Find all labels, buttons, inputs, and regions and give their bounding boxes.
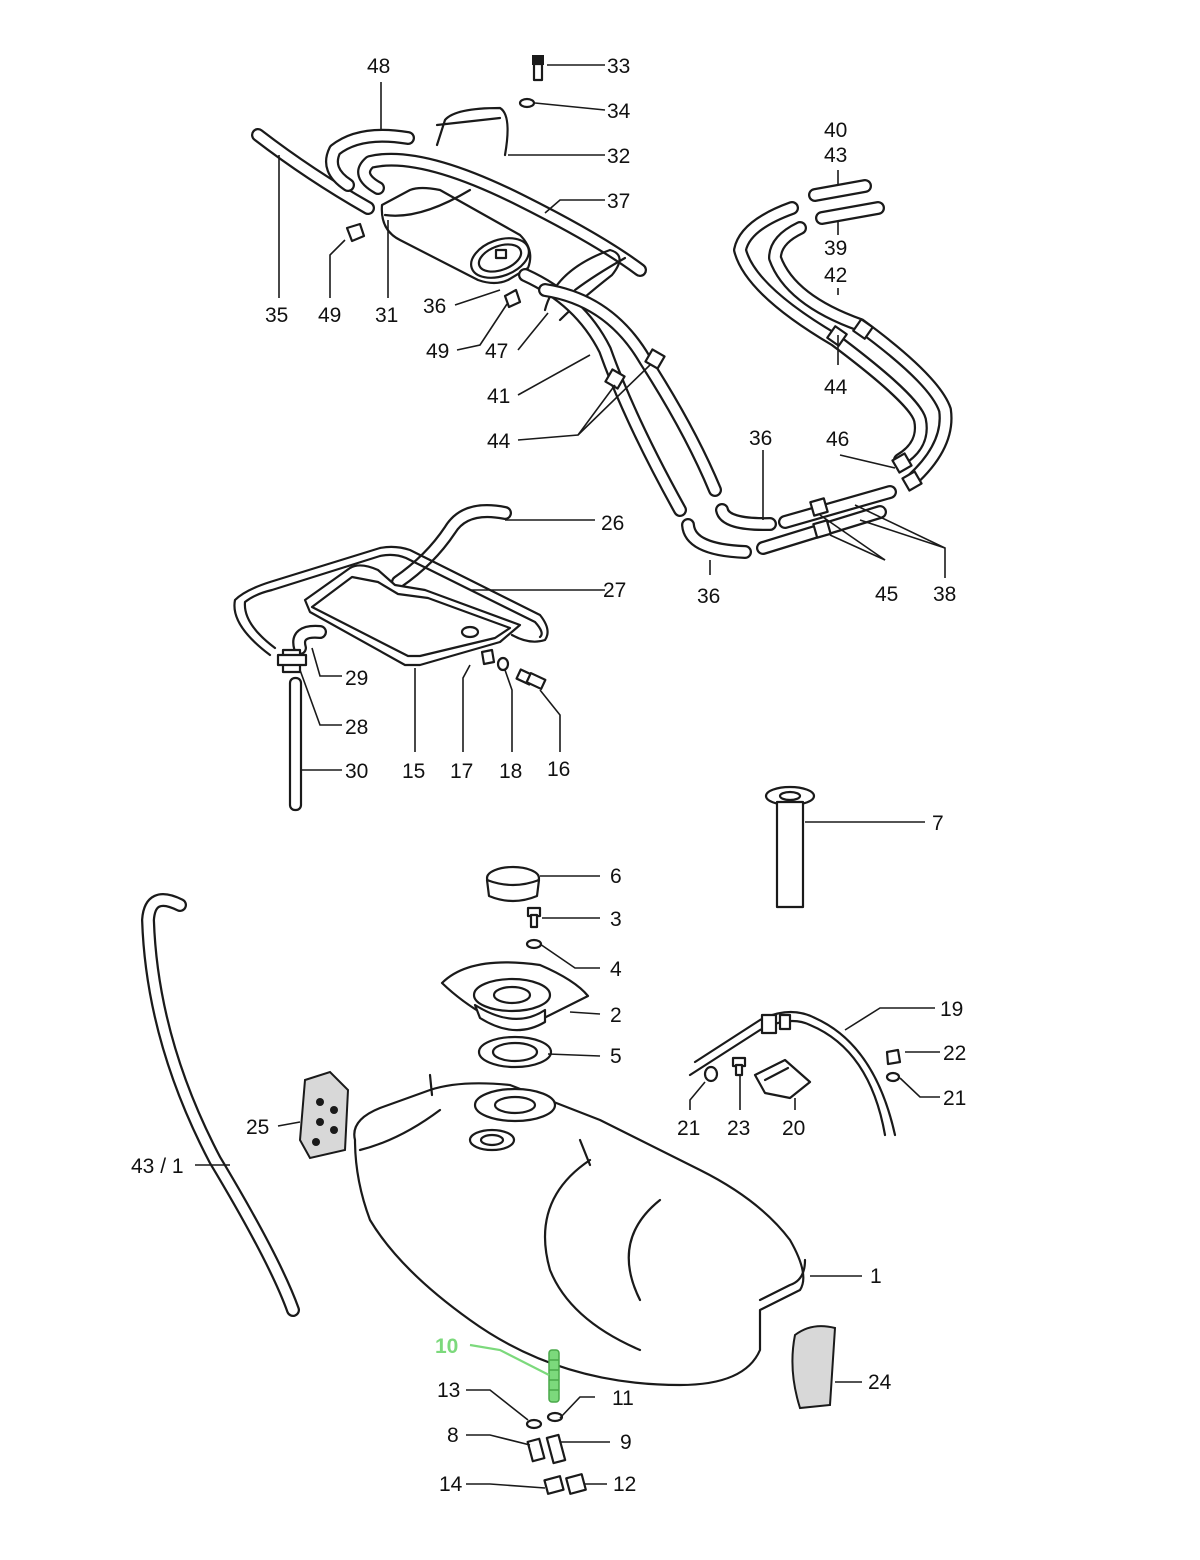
- callout-36-a[interactable]: 36: [423, 295, 446, 318]
- callout-30[interactable]: 30: [345, 760, 368, 783]
- drain-assembly: [525, 1349, 587, 1495]
- nut-49b: [503, 288, 522, 309]
- callout-44-b[interactable]: 44: [487, 430, 511, 453]
- callout-16[interactable]: 16: [547, 758, 570, 781]
- callout-38[interactable]: 38: [933, 583, 956, 606]
- callout-13[interactable]: 13: [437, 1379, 460, 1402]
- callout-19[interactable]: 19: [940, 998, 963, 1021]
- callout-20[interactable]: 20: [782, 1117, 805, 1140]
- callout-12[interactable]: 12: [613, 1473, 636, 1496]
- callout-43[interactable]: 43: [824, 144, 847, 167]
- callout-15[interactable]: 15: [402, 760, 425, 783]
- hose-43-1: [141, 893, 300, 1317]
- callout-49-b[interactable]: 49: [426, 340, 449, 363]
- callout-31[interactable]: 31: [375, 304, 398, 327]
- callout-27[interactable]: 27: [603, 579, 626, 602]
- callout-21-b[interactable]: 21: [677, 1117, 700, 1140]
- callout-47[interactable]: 47: [485, 340, 508, 363]
- callout-36-c[interactable]: 36: [697, 585, 720, 608]
- callout-22[interactable]: 22: [943, 1042, 966, 1065]
- part-10-highlighted: [548, 1349, 560, 1403]
- fuel-level-sender: [764, 785, 816, 909]
- callout-45[interactable]: 45: [875, 583, 898, 606]
- callout-49-a[interactable]: 49: [318, 304, 341, 327]
- callout-40[interactable]: 40: [824, 119, 847, 142]
- callout-39[interactable]: 39: [824, 237, 847, 260]
- fuel-tank: [353, 1073, 807, 1387]
- callout-17[interactable]: 17: [450, 760, 473, 783]
- sleeve-24: [791, 1325, 837, 1410]
- vent-line-assembly: [233, 504, 549, 812]
- callout-labels: 48 33 34 32 37 40 43 39 42 35 49 31 36 4…: [131, 55, 966, 1496]
- callout-11[interactable]: 11: [612, 1387, 634, 1410]
- callout-18[interactable]: 18: [499, 760, 522, 783]
- leader-lines: [195, 64, 946, 1489]
- callout-43-1[interactable]: 43 / 1: [131, 1155, 184, 1178]
- callout-33[interactable]: 33: [607, 55, 630, 78]
- callout-9[interactable]: 9: [620, 1431, 632, 1454]
- callout-10-highlighted[interactable]: 10: [435, 1335, 458, 1358]
- callout-44-a[interactable]: 44: [824, 376, 848, 399]
- callout-2[interactable]: 2: [610, 1004, 622, 1027]
- callout-23[interactable]: 23: [727, 1117, 750, 1140]
- callout-5[interactable]: 5: [610, 1045, 622, 1068]
- callout-14[interactable]: 14: [439, 1473, 463, 1496]
- callout-48[interactable]: 48: [367, 55, 390, 78]
- callout-28[interactable]: 28: [345, 716, 368, 739]
- upper-hose-assembly: [251, 55, 953, 559]
- callout-3[interactable]: 3: [610, 908, 622, 931]
- charcoal-canister: [380, 186, 532, 285]
- fuel-cap-assembly: [440, 865, 590, 1069]
- callout-32[interactable]: 32: [607, 145, 630, 168]
- callout-36-b[interactable]: 36: [749, 427, 772, 450]
- bolt-33: [532, 55, 544, 65]
- callout-29[interactable]: 29: [345, 667, 368, 690]
- callout-24[interactable]: 24: [868, 1371, 892, 1394]
- washer-34: [518, 97, 536, 109]
- foam-pad-25: [298, 1070, 350, 1160]
- callout-7[interactable]: 7: [932, 812, 944, 835]
- callout-21-a[interactable]: 21: [943, 1087, 966, 1110]
- callout-37[interactable]: 37: [607, 190, 630, 213]
- callout-46[interactable]: 46: [826, 428, 849, 451]
- callout-25[interactable]: 25: [246, 1116, 269, 1139]
- callout-42[interactable]: 42: [824, 264, 847, 287]
- nut-49a: [345, 222, 366, 243]
- callout-34[interactable]: 34: [607, 100, 631, 123]
- callout-26[interactable]: 26: [601, 512, 624, 535]
- tank-strap-assembly: [688, 1010, 902, 1137]
- callout-8[interactable]: 8: [447, 1424, 459, 1447]
- callout-6[interactable]: 6: [610, 865, 622, 888]
- callout-41[interactable]: 41: [487, 385, 510, 408]
- callout-35[interactable]: 35: [265, 304, 288, 327]
- callout-1[interactable]: 1: [870, 1265, 882, 1288]
- callout-4[interactable]: 4: [610, 958, 622, 981]
